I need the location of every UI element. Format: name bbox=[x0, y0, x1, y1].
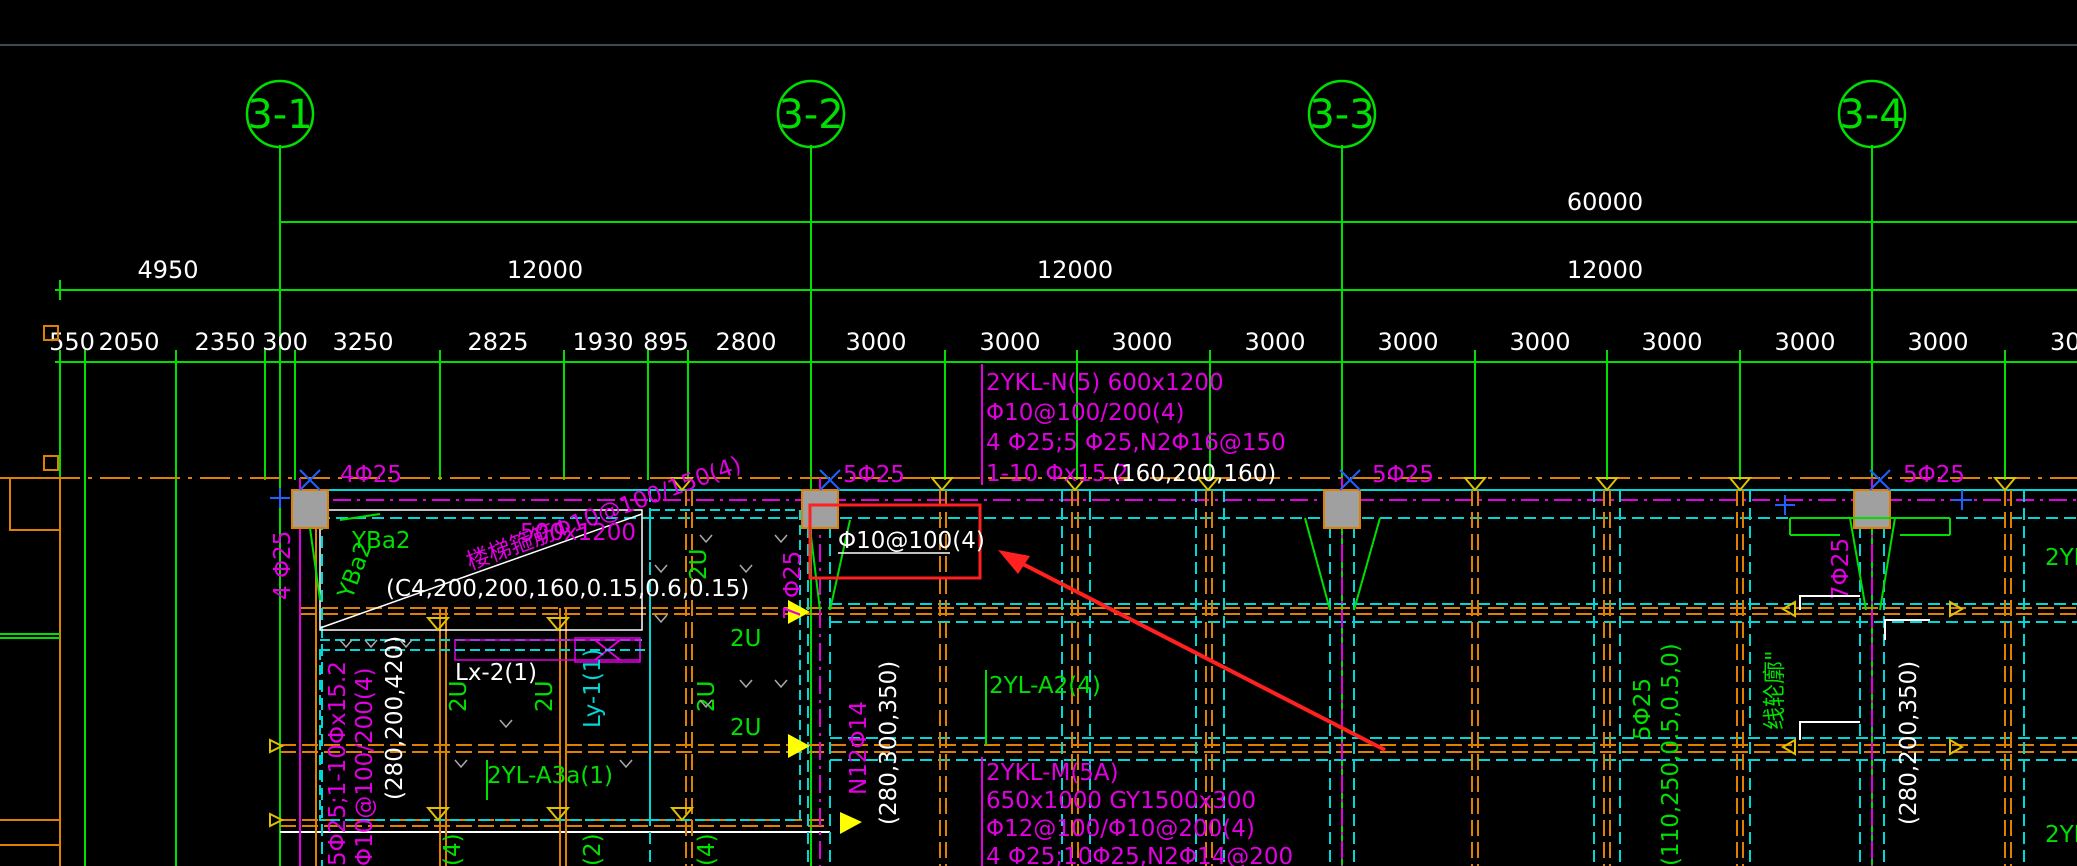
columns bbox=[291, 489, 1891, 529]
highlight-box[interactable] bbox=[808, 503, 982, 580]
dim-text: 550 bbox=[49, 328, 95, 356]
beam-label-2yl-a2: 2YL-A2(4) bbox=[989, 673, 1101, 699]
dim-text: 3000 bbox=[1907, 328, 1968, 356]
highlighted-stirrup-text: Φ10@100(4) bbox=[838, 528, 985, 554]
beam-label-line: Φ12@100/Φ10@200(4) bbox=[986, 816, 1255, 842]
axis-bubble-3-4[interactable]: 3-4 bbox=[1837, 79, 1907, 149]
stair-direction-marks bbox=[339, 534, 788, 769]
dim-text: 2825 bbox=[467, 328, 528, 356]
axis-label: 3-4 bbox=[1839, 92, 1904, 138]
dim-text: 2800 bbox=[715, 328, 776, 356]
beam-label-2ykl-n[interactable]: 2YKL-N(5) 600x1200 Φ10@100/200(4) 4 Φ25;… bbox=[981, 364, 1286, 487]
dim-text: 3000 bbox=[1774, 328, 1835, 356]
dim-text: 3250 bbox=[332, 328, 393, 356]
col-top-rebar-1: 4Φ25 bbox=[340, 462, 402, 488]
arrow-icon bbox=[998, 550, 1386, 752]
dim-text: 3000 bbox=[845, 328, 906, 356]
dim-text: 300 bbox=[2050, 328, 2077, 356]
beam-label-line: 2YKL-N(5) 600x1200 bbox=[986, 370, 1224, 396]
dim-overall: 60000 bbox=[1567, 188, 1643, 216]
dim-row2-2: 12000 bbox=[1037, 256, 1113, 284]
right-col-rebar: 7Φ25 bbox=[1828, 538, 1854, 600]
dim-row2-1: 12000 bbox=[507, 256, 583, 284]
col2-rebar: 7 Φ25 bbox=[780, 551, 806, 620]
main-beams-vertical bbox=[299, 478, 2025, 866]
left-beam-stirrup: Φ10@100/200(4) bbox=[352, 668, 378, 866]
left-col-rebar: 4 Φ25 bbox=[270, 531, 296, 600]
left-beam-strand: 5Φ25;1-10Φx15.2 bbox=[325, 661, 351, 866]
dim-text: 3000 bbox=[1509, 328, 1570, 356]
beam-label-2yl-a3a: 2YL-A3a(1) bbox=[487, 763, 613, 789]
col-top-rebar-4: 5Φ25 bbox=[1903, 462, 1965, 488]
mark-2u: 2U bbox=[446, 681, 472, 712]
left-structures bbox=[0, 325, 61, 866]
stair-c4-note: (C4,200,200,160,0.15,0.6,0.15) bbox=[386, 576, 749, 602]
stair-slab-outline bbox=[319, 509, 801, 821]
beam-label-line: 4 Φ25;5 Φ25,N2Φ16@150 bbox=[986, 430, 1286, 456]
mark-2u: 2U bbox=[730, 626, 761, 652]
mark-2u: 2U bbox=[694, 681, 720, 712]
dim-row3: 550 2050 2350 300 3250 2825 1930 895 280… bbox=[49, 328, 2077, 356]
axis-bubble-3-1[interactable]: 3-1 bbox=[245, 79, 315, 149]
bottom-label-2: (2) bbox=[580, 833, 606, 866]
dim-text: 1930 bbox=[572, 328, 633, 356]
slab-label-yba2: YBa2 bbox=[351, 528, 411, 554]
beam-label-line: 1-10 Φx15.2 bbox=[986, 461, 1128, 487]
dim-text: 2050 bbox=[98, 328, 159, 356]
beam-label-line: (160,200,160) bbox=[1112, 461, 1276, 487]
dim-text: 3000 bbox=[1377, 328, 1438, 356]
mark-2u: 2U bbox=[686, 549, 712, 580]
dim-row2-0: 4950 bbox=[137, 256, 198, 284]
reference-arrows bbox=[788, 600, 862, 834]
dim-row2-3: 12000 bbox=[1567, 256, 1643, 284]
dim-text: 895 bbox=[643, 328, 689, 356]
column-3-3 bbox=[1323, 489, 1361, 529]
dimension-lines bbox=[55, 212, 2077, 866]
grid-axes bbox=[279, 145, 1873, 866]
beam-label-ly1: Ly-1(1) bbox=[580, 649, 606, 728]
axis-bubble-3-3[interactable]: 3-3 bbox=[1307, 79, 1377, 149]
column-splay-lines bbox=[309, 513, 1951, 611]
col-top-rebar-3: 5Φ25 bbox=[1372, 462, 1434, 488]
beam-label-2ykl-m[interactable]: 2YKL-M(5A) 650x1000 GY1500x300 Φ12@100/Φ… bbox=[981, 757, 1293, 866]
right-edge-2yl-a: 2YL bbox=[2045, 545, 2077, 571]
beam-label-line: 2YKL-M(5A) bbox=[986, 760, 1119, 786]
axis-label: 3-2 bbox=[778, 92, 843, 138]
dim-text: 3000 bbox=[979, 328, 1040, 356]
right-col-dim: (280,200,350) bbox=[1896, 661, 1922, 825]
bottom-label-4b: (4) bbox=[694, 833, 720, 866]
bottom-label-4: (4) bbox=[440, 833, 466, 866]
right-beam-bracket: (110,250,0.5,0.5,0) bbox=[1658, 643, 1684, 866]
mark-2u: 2U bbox=[730, 715, 761, 741]
beam-label-line: 4 Φ25;10Φ25,N2Φ14@200 bbox=[986, 844, 1293, 866]
col-top-rebar-2: 5Φ25 bbox=[843, 462, 905, 488]
axis-label: 3-1 bbox=[247, 92, 312, 138]
slab-label-yba2-rotated: YBa2 bbox=[333, 538, 378, 603]
support-markers bbox=[269, 477, 2018, 828]
axis-label: 3-3 bbox=[1309, 92, 1374, 138]
axis-bubble-3-2[interactable]: 3-2 bbox=[776, 79, 846, 149]
right-beam-label: 线轮廓" bbox=[1762, 650, 1788, 730]
dim-text: 3000 bbox=[1244, 328, 1305, 356]
dim-text: 2350 bbox=[194, 328, 255, 356]
dim-text: 300 bbox=[262, 328, 308, 356]
col2-dim: (280,300,350) bbox=[876, 661, 902, 825]
axis-cross-markers bbox=[270, 469, 1972, 515]
beam-label-line: Φ10@100/200(4) bbox=[986, 400, 1185, 426]
column-3-1 bbox=[291, 489, 329, 529]
left-beam-dim: (280,200,420) bbox=[382, 636, 408, 800]
right-edge-2yl-b: 2YL bbox=[2045, 822, 2077, 848]
dim-text: 3000 bbox=[1641, 328, 1702, 356]
dim-text: 3000 bbox=[1111, 328, 1172, 356]
stair-size-label: 500x1200 bbox=[520, 520, 636, 546]
right-beam-rebar: 5Φ25 bbox=[1630, 678, 1656, 740]
column-3-4 bbox=[1853, 489, 1891, 529]
column-3-2 bbox=[801, 489, 839, 529]
beam-label-line: 650x1000 GY1500x300 bbox=[986, 788, 1256, 814]
col2-n12: N12Φ14 bbox=[846, 701, 872, 795]
right-steps bbox=[1799, 595, 1930, 740]
beam-label-lx2: Lx-2(1) bbox=[455, 660, 537, 686]
mark-2u: 2U bbox=[532, 681, 558, 712]
